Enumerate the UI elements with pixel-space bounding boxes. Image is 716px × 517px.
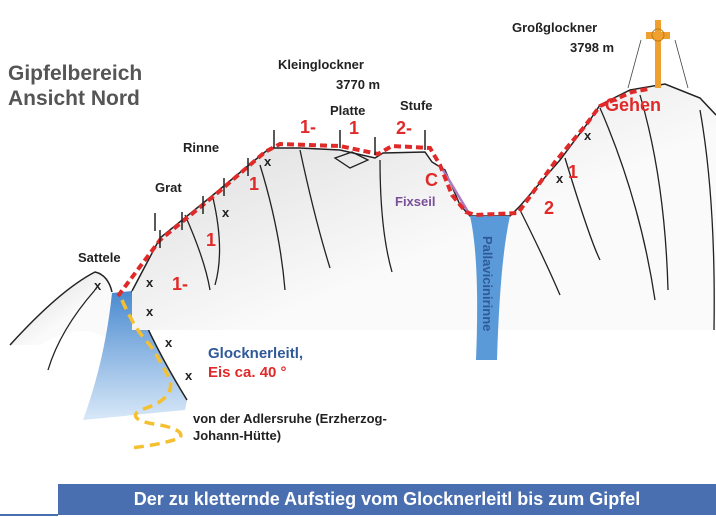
grade-label: 2-	[396, 118, 412, 138]
diagram-title-line2: Ansicht Nord	[8, 87, 140, 110]
label-glocknerleitl: Glocknerleitl,	[208, 345, 303, 362]
grade-label: C	[425, 170, 438, 190]
belay-marker: x	[146, 304, 154, 319]
belay-marker: x	[222, 205, 230, 220]
label-adlersruhe-line2: Johann-Hütte)	[193, 428, 281, 443]
tick-marks	[154, 130, 426, 248]
belay-marker: x	[264, 154, 272, 169]
label-adlersruhe-line1: von der Adlersruhe (Erzherzog-	[193, 411, 387, 426]
label-grat: Grat	[155, 180, 182, 195]
grade-label: 2	[544, 198, 554, 218]
caption-banner: Der zu kletternde Aufstieg vom Glocknerl…	[58, 484, 716, 515]
climbing-route	[116, 87, 649, 298]
label-stufe: Stufe	[400, 98, 433, 113]
glocknerleitl-ice	[83, 291, 187, 420]
belay-marker: x	[584, 128, 592, 143]
belay-marker: x	[185, 368, 193, 383]
grade-label: 1-	[300, 117, 316, 137]
summit-cross-icon	[627, 20, 689, 89]
grade-label: 1	[249, 174, 259, 194]
belay-marker: x	[146, 275, 154, 290]
grade-label: 1-	[172, 274, 188, 294]
grade-label: Gehen	[605, 95, 661, 115]
label-platte: Platte	[330, 103, 365, 118]
rock-striations	[184, 94, 715, 331]
label-rinne: Rinne	[183, 140, 219, 155]
sattele-peak	[10, 272, 112, 345]
grossglockner-height: 3798 m	[570, 40, 614, 55]
belay-marker: x	[165, 335, 173, 350]
grade-label: 1	[349, 118, 359, 138]
approach-path	[120, 299, 183, 450]
label-sattele: Sattele	[78, 250, 121, 265]
grade-label: 1	[206, 230, 216, 250]
divider-line	[0, 514, 58, 516]
grade-label: 1	[568, 162, 578, 182]
label-pallavicinirinne: Pallavicinirinne	[480, 236, 495, 331]
label-fixseil: Fixseil	[395, 194, 435, 209]
main-massif	[132, 84, 716, 330]
diagram-title-line1: Gipfelbereich	[8, 62, 142, 85]
grossglockner-name: Großglockner	[512, 20, 597, 35]
belay-marker: x	[94, 278, 102, 293]
label-ice-angle: Eis ca. 40 °	[208, 364, 287, 381]
pallavicinirinne-couloir	[470, 216, 510, 360]
kleinglockner-height: 3770 m	[336, 77, 380, 92]
sattele-ridge-line	[9, 271, 113, 346]
kleinglockner-name: Kleinglockner	[278, 57, 364, 72]
fixed-rope	[438, 164, 472, 216]
belay-marker: x	[556, 171, 564, 186]
